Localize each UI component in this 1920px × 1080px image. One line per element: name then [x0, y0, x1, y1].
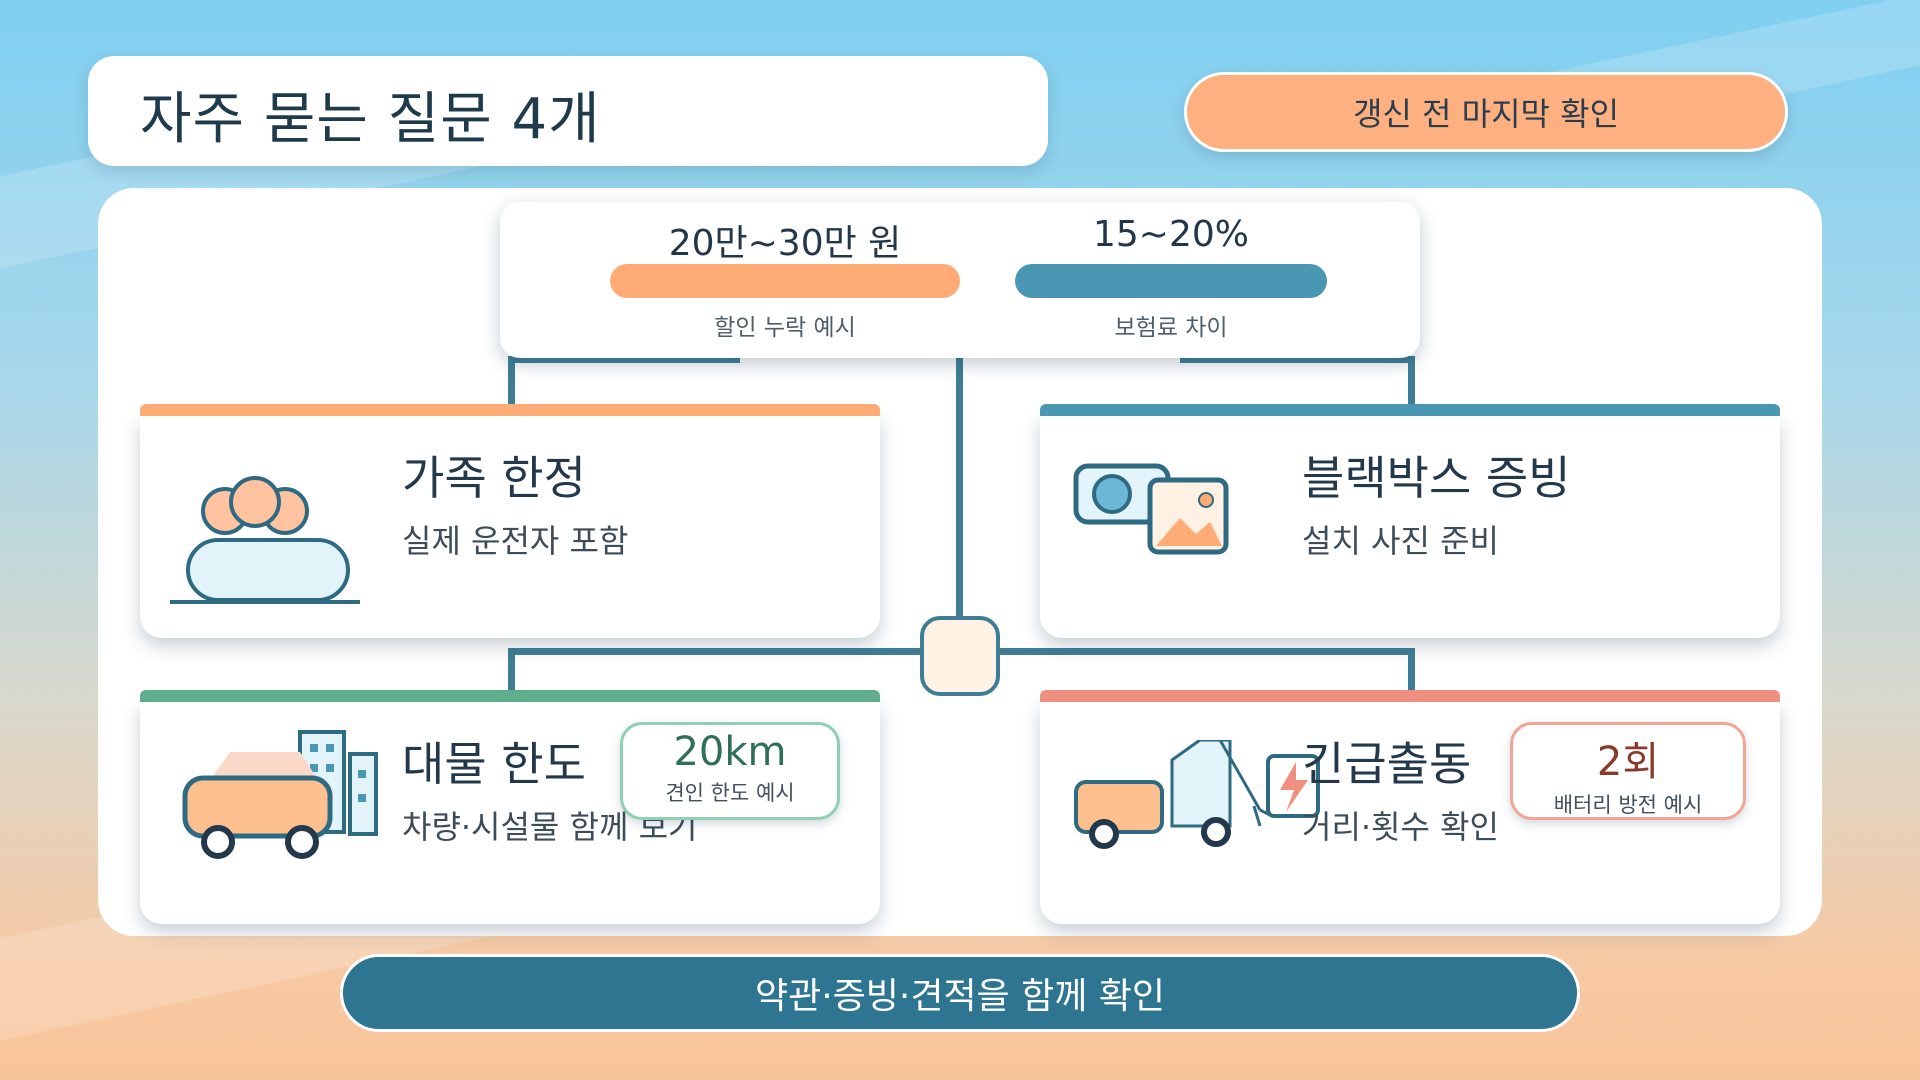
card-family: 가족 한정 실제 운전자 포함 [140, 404, 880, 638]
stat-bar-premium [1015, 264, 1327, 298]
card-emergency: 긴급출동 거리·횟수 확인 2회 배터리 방전 예시 [1040, 690, 1780, 924]
connector-line [508, 648, 515, 690]
stat-label-discount: 할인 누락 예시 [714, 315, 856, 341]
renewal-check-pill: 갱신 전 마지막 확인 [1184, 72, 1788, 152]
card-accent-bar [140, 404, 880, 416]
connector-line [508, 648, 922, 655]
card-title: 긴급출동 [1302, 737, 1472, 791]
center-hub [920, 616, 1000, 696]
stat-label-premium: 보험료 차이 [1114, 315, 1228, 341]
card-property: 대물 한도 차량·시설물 함께 보기 20km 견인 한도 예시 [140, 690, 880, 924]
connector-line [1408, 648, 1415, 690]
page-title: 자주 묻는 질문 4개 [140, 87, 601, 152]
connector-line [1180, 356, 1414, 363]
family-icon [160, 456, 370, 610]
badge-value: 2회 [1596, 739, 1660, 785]
badge-label: 배터리 방전 예시 [1553, 793, 1703, 817]
stat-value-premium: 15~20% [1093, 214, 1249, 255]
card-subtitle: 실제 운전자 포함 [402, 522, 629, 560]
card-title: 블랙박스 증빙 [1302, 451, 1571, 505]
card-title: 가족 한정 [402, 451, 586, 505]
card-subtitle: 거리·횟수 확인 [1302, 808, 1499, 846]
card-accent-bar [1040, 690, 1780, 702]
tow-truck-icon [1060, 738, 1320, 874]
tow-limit-badge: 20km 견인 한도 예시 [620, 722, 840, 820]
badge-label: 견인 한도 예시 [665, 781, 795, 805]
connector-line [998, 648, 1414, 655]
card-subtitle: 설치 사진 준비 [1302, 522, 1499, 560]
connector-line [508, 356, 740, 363]
connector-line [1408, 356, 1415, 406]
camera-photo-icon [1060, 456, 1240, 590]
stat-value-discount: 20만~30만 원 [668, 223, 902, 264]
title-box: 자주 묻는 질문 4개 [88, 56, 1048, 166]
connector-line [508, 356, 515, 406]
car-building-icon [160, 724, 380, 878]
stats-card: 20만~30만 원 할인 누락 예시 15~20% 보험료 차이 [500, 202, 1420, 358]
card-accent-bar [1040, 404, 1780, 416]
card-accent-bar [140, 690, 880, 702]
summary-pill: 약관·증빙·견적을 함께 확인 [340, 954, 1580, 1032]
card-title: 대물 한도 [402, 737, 586, 791]
battery-discharge-badge: 2회 배터리 방전 예시 [1510, 722, 1746, 820]
card-blackbox: 블랙박스 증빙 설치 사진 준비 [1040, 404, 1780, 638]
badge-value: 20km [673, 729, 787, 775]
connector-line [956, 356, 963, 618]
stat-bar-discount [610, 264, 960, 298]
